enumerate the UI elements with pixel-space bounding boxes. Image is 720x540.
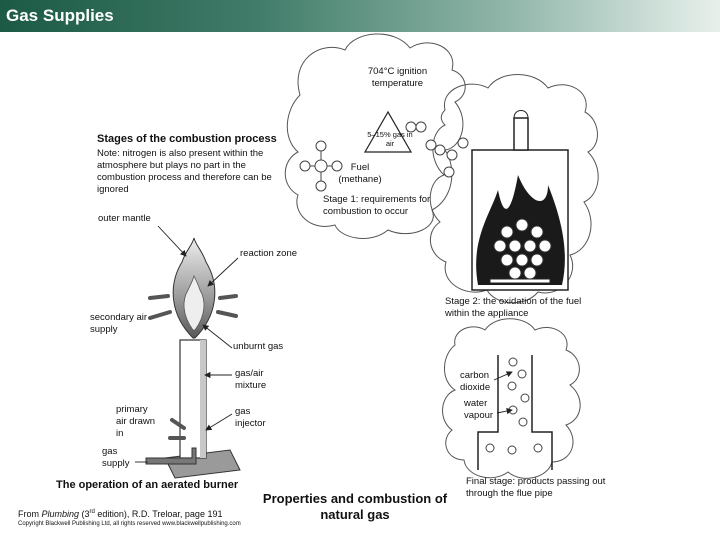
gas-air-mixture-label: gas/air mixture [235, 368, 267, 391]
burner-illustration [145, 237, 241, 479]
secondary-air-label: secondary air supply [90, 312, 148, 335]
primary-air-label: primary air drawn in [116, 404, 156, 439]
outer-mantle-label: outer mantle [98, 213, 151, 224]
ignition-temperature-label: 704°C ignition temperature [367, 66, 428, 89]
fire-triangle [363, 110, 413, 153]
source-prefix: From [18, 509, 42, 519]
source-edition-sup: rd [89, 509, 95, 515]
gas-in-air-label: 5–15% gas in air [367, 130, 413, 148]
copyright: Copyright Blackwell Publishing Ltd, all … [18, 521, 241, 527]
header-bar: Gas Supplies [0, 0, 720, 32]
final-cloud [442, 318, 581, 479]
footer-title: Properties and combustion of natural gas [262, 491, 448, 522]
nitrogen-note: Note: nitrogen is also present within th… [97, 148, 272, 195]
stage1-label: Stage 1: requirements for combustion to … [323, 194, 431, 217]
flue-illustration [477, 355, 553, 470]
source-edition: (3 [79, 509, 90, 519]
gas-supply-label: gas supply [102, 446, 130, 469]
reaction-zone-label: reaction zone [240, 248, 298, 259]
carbon-dioxide-label: carbon dioxide [460, 370, 491, 393]
water-vapour-label: water vapour [464, 398, 494, 421]
page-title: Gas Supplies [6, 6, 114, 25]
source-rest: edition), R.D. Treloar, page 191 [94, 509, 223, 519]
source-citation: From Plumbing (3rd edition), R.D. Treloa… [18, 506, 222, 520]
stages-title: Stages of the combustion process [97, 133, 277, 145]
stage2-label: Stage 2: the oxidation of the fuel withi… [445, 296, 582, 319]
burner-caption: The operation of an aerated burner [56, 479, 239, 491]
unburnt-gas-label: unburnt gas [233, 341, 284, 352]
appliance-illustration [443, 110, 569, 291]
fuel-label: Fuel (methane) [338, 162, 382, 185]
source-book: Plumbing [41, 509, 80, 519]
gas-injector-label: gas injector [235, 406, 266, 429]
oxygen-molecules [405, 121, 446, 156]
final-stage-label: Final stage: products passing out throug… [466, 476, 606, 499]
methane-molecule [299, 140, 343, 192]
